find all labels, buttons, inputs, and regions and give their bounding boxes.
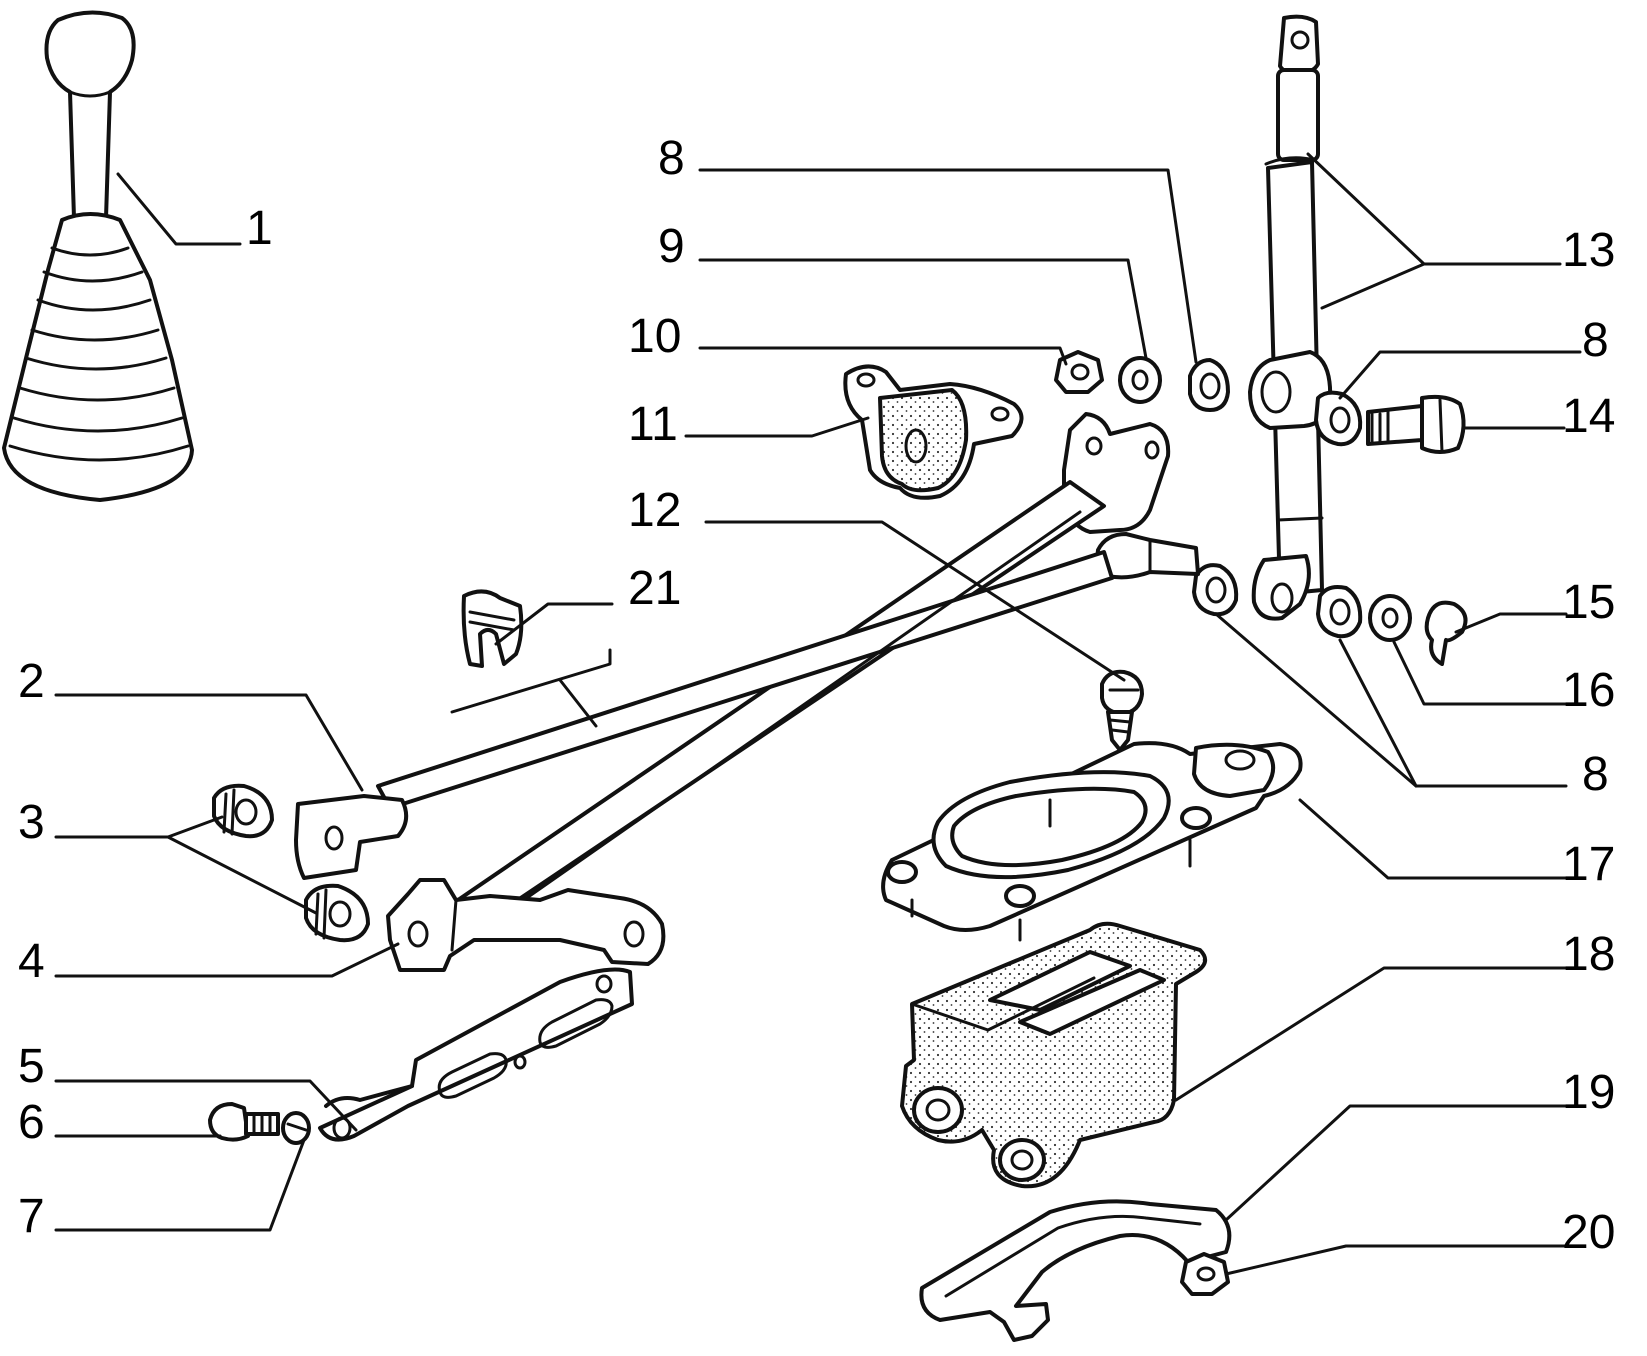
clip-21 [461,589,524,668]
callout-8-lower: 8 [1582,748,1609,801]
bushing-8-lower [1316,585,1363,639]
callout-18: 18 [1562,928,1615,981]
bushing-8-top [1188,358,1230,412]
callout-7: 7 [18,1190,45,1243]
callout-5: 5 [18,1040,45,1093]
callout-2: 2 [18,655,45,708]
selector-rod [1248,14,1333,621]
nut-20 [1180,1252,1230,1296]
bushing-8-right [1314,390,1363,447]
screw-6-washer-7 [208,1102,311,1145]
washer-16 [1368,594,1412,642]
callout-8-top: 8 [658,132,685,185]
callout-16: 16 [1562,664,1615,717]
bushings-group [1054,350,1468,666]
callout-9: 9 [658,220,685,273]
callout-6: 6 [18,1096,45,1149]
nut-10 [1054,350,1104,394]
shift-rod-assembly [294,412,1200,972]
callout-1: 1 [246,202,273,255]
bushing-8-mid [1192,563,1239,617]
base-plate-17 [881,741,1303,942]
callout-3: 3 [18,796,45,849]
callout-13: 13 [1562,224,1615,277]
callout-10: 10 [628,310,681,363]
gear-knob-boot [2,10,194,502]
callout-20: 20 [1562,1206,1615,1259]
bracket-11 [843,364,1024,500]
callout-4: 4 [18,935,45,988]
callout-labels: 1 2 3 4 5 6 7 8 9 10 11 12 13 8 14 15 16… [18,132,1615,1259]
screw-12 [1100,669,1144,752]
callout-15: 15 [1562,576,1615,629]
selector-plate-5 [318,967,634,1142]
callout-19: 19 [1562,1066,1615,1119]
callout-8-right: 8 [1582,314,1609,367]
washer-9 [1118,356,1162,404]
callout-11: 11 [628,398,678,451]
callout-17: 17 [1562,838,1615,891]
bolt-14 [1366,404,1424,446]
lower-plate-19 [919,1199,1232,1342]
leader-lines [54,152,1582,1276]
grommets-3 [212,783,370,943]
clip-15 [1424,600,1468,666]
callout-12: 12 [628,484,681,537]
housing-18 [900,921,1208,1189]
callout-21: 21 [628,562,681,615]
callout-14: 14 [1562,390,1615,443]
